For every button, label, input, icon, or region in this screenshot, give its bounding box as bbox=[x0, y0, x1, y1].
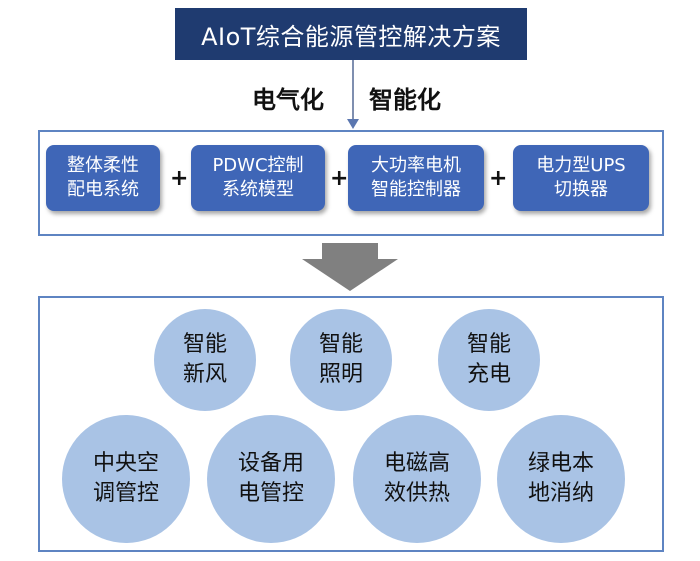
module-4-line1: 电力型UPS bbox=[536, 155, 626, 176]
diagram-title-text: AIoT综合能源管控解决方案 bbox=[201, 22, 501, 51]
app-circle-4-line1: 中央空 bbox=[92, 451, 159, 476]
module-3-line2: 智能控制器 bbox=[371, 179, 461, 200]
app-circle-local-green-power: 绿电本 地消纳 bbox=[497, 415, 625, 543]
module-3-line1: 大功率电机 bbox=[371, 155, 461, 176]
plus-sign-3: + bbox=[489, 166, 508, 191]
app-circle-electromagnetic-heating: 电磁高 效供热 bbox=[353, 415, 481, 543]
app-circle-smart-fresh-air: 智能 新风 bbox=[154, 309, 256, 411]
app-circle-equipment-power-control: 设备用 电管控 bbox=[207, 415, 335, 543]
app-circle-3-line2: 充电 bbox=[466, 362, 511, 387]
module-2-line2: 系统模型 bbox=[222, 179, 294, 200]
module-1-line1: 整体柔性 bbox=[67, 155, 139, 176]
direction-label-electrification: 电气化 bbox=[252, 86, 324, 114]
plus-sign-1: + bbox=[170, 166, 189, 191]
app-circle-smart-charging: 智能 充电 bbox=[438, 309, 540, 411]
module-box-2: PDWC控制 系统模型 bbox=[191, 145, 325, 211]
plus-sign-2: + bbox=[330, 166, 349, 191]
app-circle-2-line1: 智能 bbox=[318, 332, 363, 357]
connector-arrowhead bbox=[347, 119, 359, 129]
module-2-line1: PDWC控制 bbox=[212, 155, 304, 176]
app-circle-6-line2: 效供热 bbox=[383, 481, 450, 506]
app-circle-5-line2: 电管控 bbox=[237, 481, 304, 506]
diagram-title: AIoT综合能源管控解决方案 bbox=[175, 8, 527, 60]
app-circle-smart-lighting: 智能 照明 bbox=[290, 309, 392, 411]
down-arrow-shape bbox=[302, 243, 398, 291]
app-circle-7-line2: 地消纳 bbox=[527, 481, 594, 506]
app-circle-central-ac-control: 中央空 调管控 bbox=[62, 415, 190, 543]
app-circle-3-line1: 智能 bbox=[466, 332, 511, 357]
module-box-1: 整体柔性 配电系统 bbox=[46, 145, 160, 211]
app-circle-1-line1: 智能 bbox=[182, 332, 227, 357]
module-4-line2: 切换器 bbox=[554, 179, 608, 200]
connector-line bbox=[352, 60, 354, 122]
app-circle-1-line2: 新风 bbox=[182, 362, 227, 387]
app-circle-2-line2: 照明 bbox=[318, 362, 363, 387]
app-circle-6-line1: 电磁高 bbox=[383, 451, 450, 476]
app-circle-7-line1: 绿电本 bbox=[527, 451, 594, 476]
module-box-3: 大功率电机 智能控制器 bbox=[348, 145, 484, 211]
module-box-4: 电力型UPS 切换器 bbox=[513, 145, 649, 211]
direction-label-intelligence: 智能化 bbox=[369, 86, 441, 114]
module-1-line2: 配电系统 bbox=[67, 179, 139, 200]
app-circle-5-line1: 设备用 bbox=[237, 451, 304, 476]
app-circle-4-line2: 调管控 bbox=[92, 481, 159, 506]
down-arrow-icon bbox=[302, 243, 398, 291]
